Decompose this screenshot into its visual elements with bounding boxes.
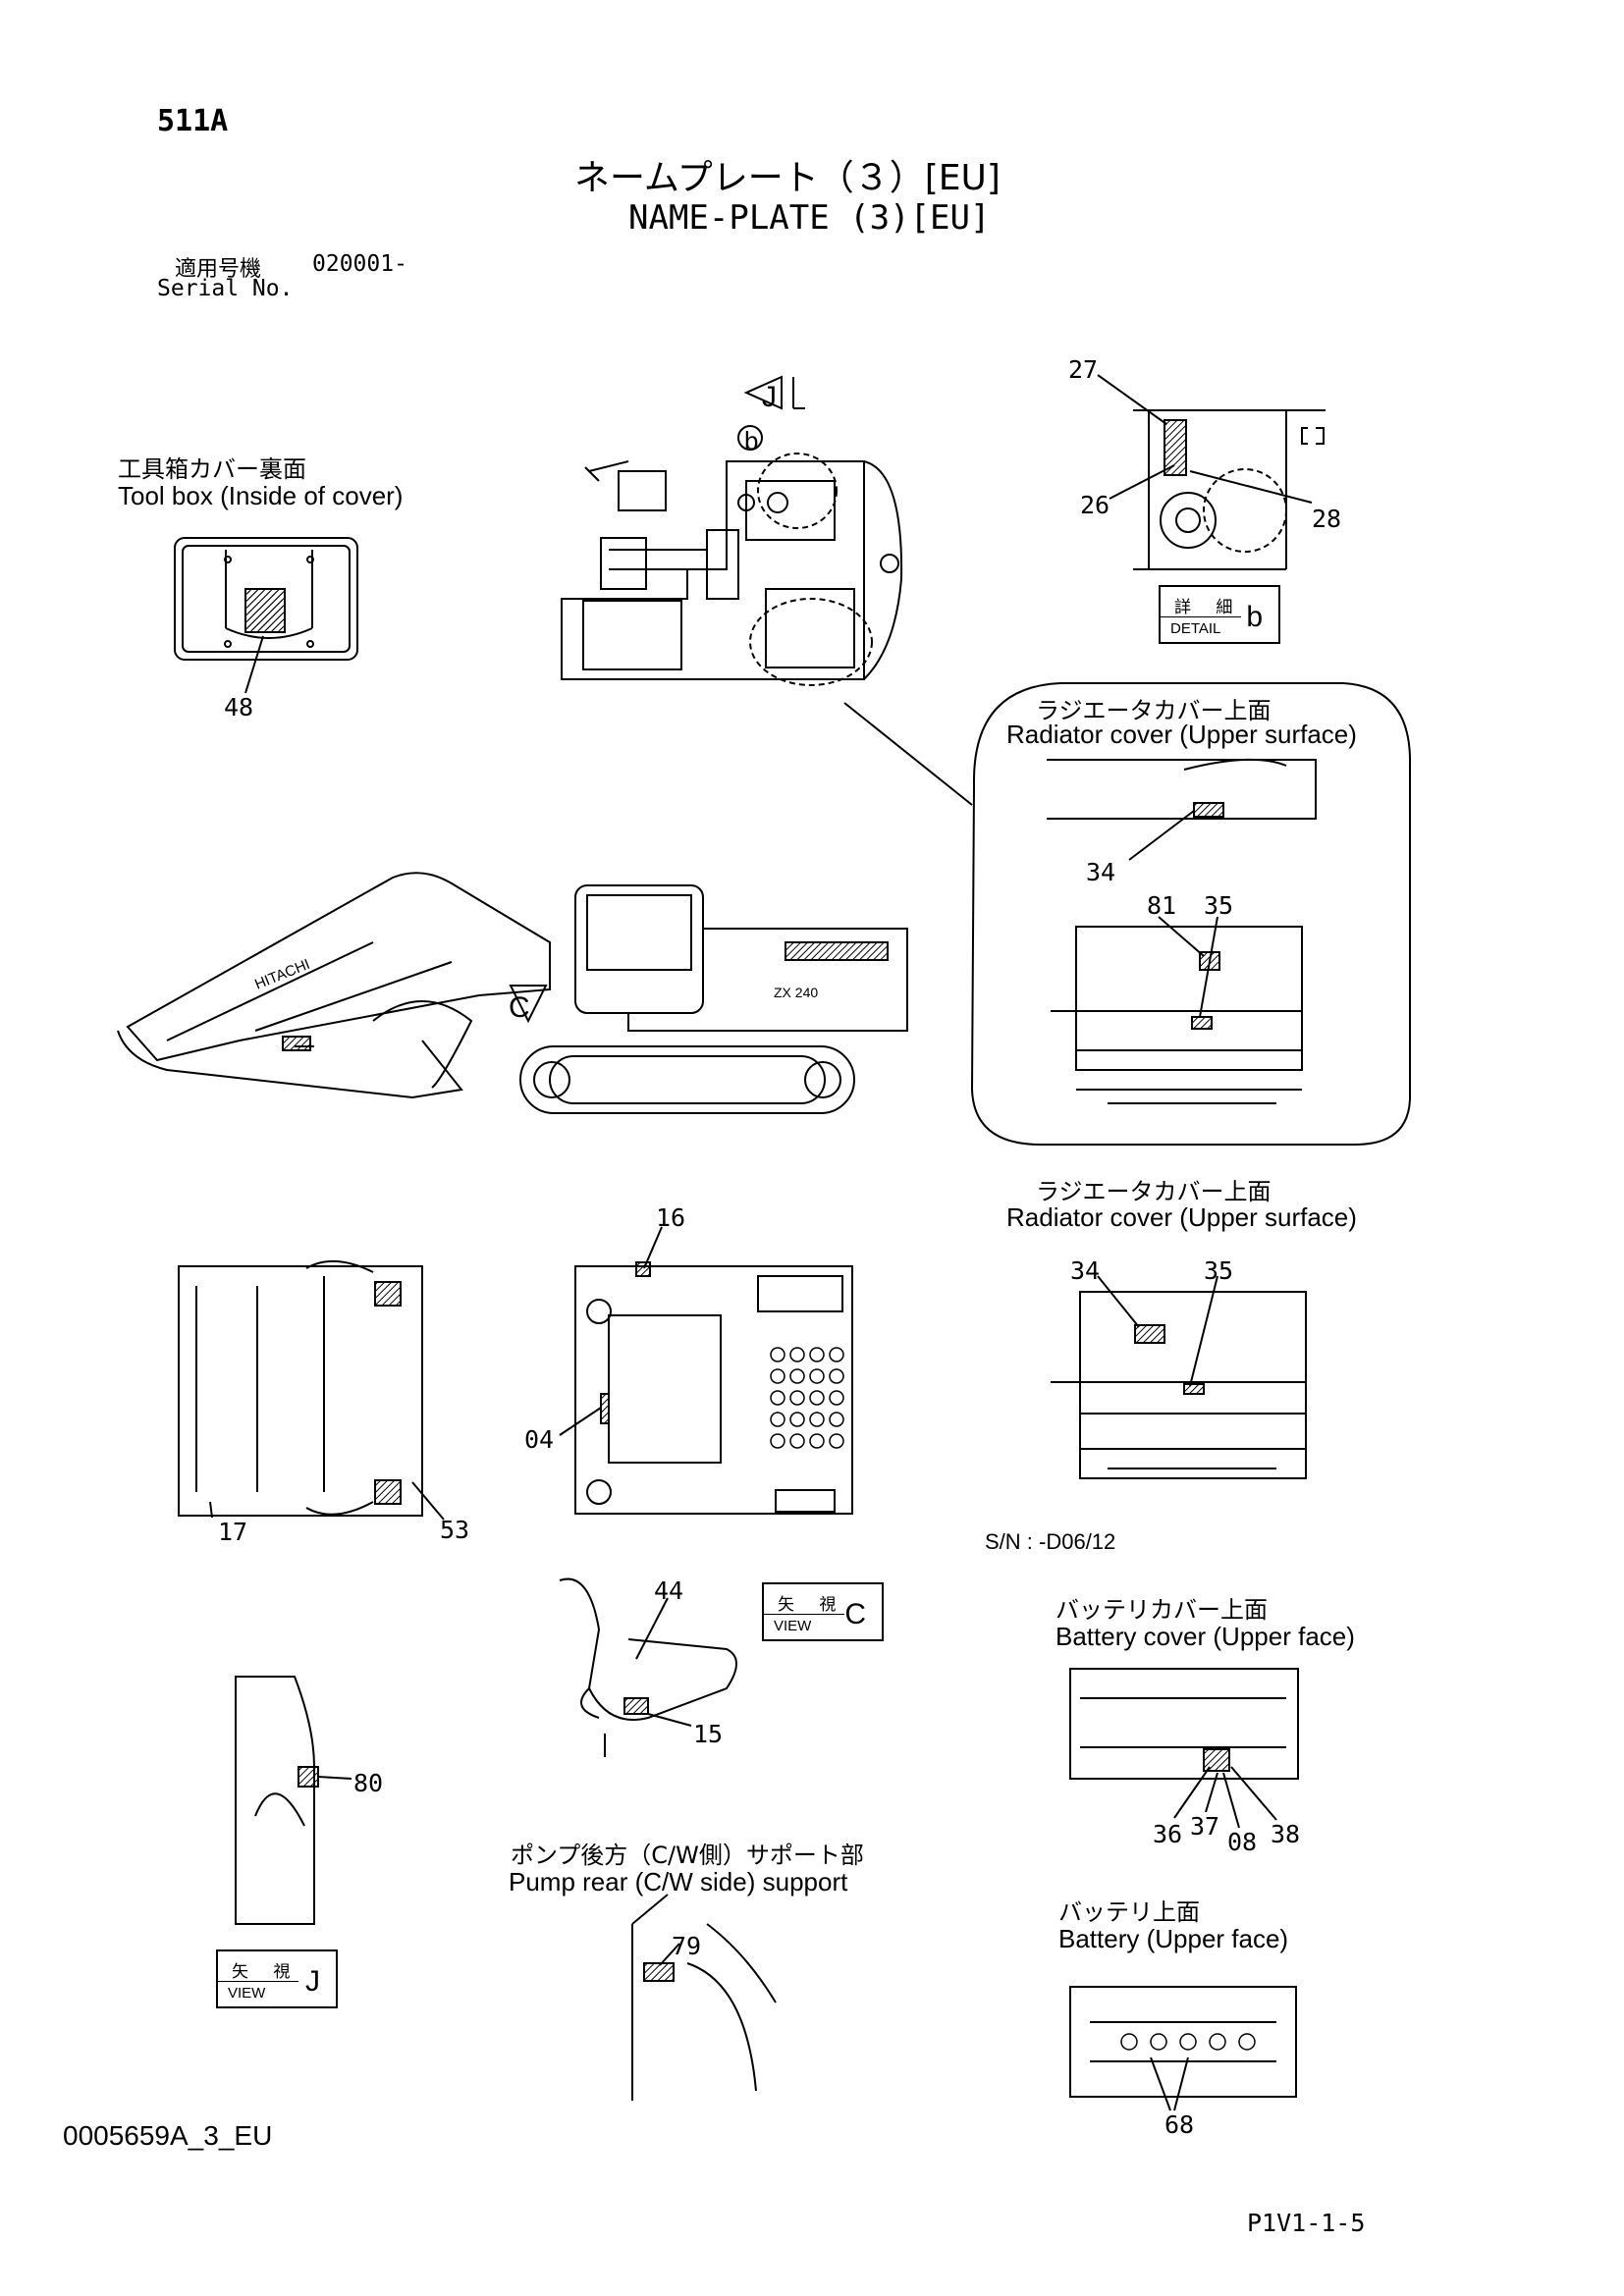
detail-box-japanese: 詳 細 [1174, 598, 1243, 617]
toolbox-label-english: Tool box (Inside of cover) [118, 481, 404, 510]
callout-48: 48 [224, 693, 254, 721]
callout-27: 27 [1068, 355, 1099, 384]
leader-radiator-balloon [843, 702, 973, 806]
detail-b-drawing [1097, 374, 1326, 570]
battery-label-english: Battery (Upper face) [1058, 1924, 1289, 1953]
label-48 [247, 591, 283, 630]
callout-38: 38 [1271, 1820, 1301, 1848]
radiator-label-japanese-2: ラジエータカバー上面 [1036, 1178, 1272, 1205]
callout-34-radiator-1: 34 [1086, 858, 1116, 886]
bracket-view-j [235, 1676, 352, 1925]
detail-box-letter: b [1246, 601, 1263, 633]
pump-label-japanese: ポンプ後方（C/W側）サポート部 [511, 1842, 864, 1869]
radiator-label-english-2: Radiator cover (Upper surface) [1006, 1202, 1357, 1232]
title-japanese: ネームプレート（３）[EU] [574, 158, 1001, 198]
callout-35-radiator-1: 35 [1204, 891, 1234, 920]
callout-34-radiator-2: 34 [1070, 1256, 1101, 1285]
view-j-arrow [743, 375, 805, 410]
callout-35-radiator-2: 35 [1204, 1256, 1234, 1285]
serial-value: 020001- [312, 251, 407, 277]
radiator-view-1-detail [1051, 916, 1303, 1104]
cab-top-view [559, 1226, 853, 1515]
document-code: 0005659A_3_EU [63, 2120, 273, 2151]
radiator-label-english-1: Radiator cover (Upper surface) [1006, 720, 1357, 749]
detail-b-box: 詳 細 DETAIL b [1159, 585, 1280, 644]
radiator-balloon-frame [970, 682, 1412, 1146]
serial-label-japanese: 適用号機 [175, 257, 262, 282]
view-marker-b-circle [737, 425, 763, 451]
view-c-box-japanese: 矢 視 [778, 1595, 846, 1615]
radiator-view-2 [1051, 1275, 1307, 1479]
callout-17: 17 [218, 1518, 248, 1546]
page-code: 511A [157, 104, 229, 138]
view-c-box-letter: C [844, 1598, 866, 1630]
pump-support-view [631, 1894, 777, 2101]
callout-80: 80 [353, 1769, 384, 1797]
view-marker-c: C [509, 991, 530, 1024]
callout-44: 44 [654, 1576, 684, 1605]
joystick-lever [559, 1577, 737, 1757]
serial-range-note: S/N : -D06/12 [985, 1529, 1116, 1554]
pump-label-english: Pump rear (C/W side) support [509, 1867, 848, 1896]
page-reference: P1V1-1-5 [1247, 2209, 1366, 2237]
toolbox-label-japanese: 工具箱カバー裏面 [118, 455, 306, 483]
callout-26: 26 [1080, 491, 1110, 519]
callout-68: 68 [1164, 2110, 1195, 2139]
callout-28: 28 [1312, 505, 1342, 533]
view-j-box-letter: J [305, 1965, 320, 1998]
battery-view [1069, 1986, 1297, 2111]
view-j-box-japanese: 矢 視 [232, 1962, 300, 1982]
battery-cover-label-japanese: バッテリカバー上面 [1056, 1596, 1268, 1624]
view-c-box-english: VIEW [774, 1618, 812, 1634]
radiator-label-japanese-1: ラジエータカバー上面 [1036, 697, 1272, 724]
callout-37: 37 [1190, 1812, 1220, 1841]
view-c-box: 矢 視 VIEW C [762, 1582, 884, 1641]
battery-cover-label-english: Battery cover (Upper face) [1056, 1622, 1355, 1651]
callout-53: 53 [440, 1516, 470, 1544]
detail-box-english: DETAIL [1170, 620, 1221, 637]
upper-structure-top-view [561, 453, 903, 686]
callout-15: 15 [693, 1720, 724, 1748]
callout-81: 81 [1147, 891, 1177, 920]
callout-04: 04 [524, 1425, 555, 1454]
battery-label-japanese: バッテリ上面 [1058, 1898, 1200, 1926]
view-j-box-english: VIEW [228, 1985, 266, 2002]
title-english: NAME-PLATE (3)[EU] [628, 198, 991, 238]
view-j-box: 矢 視 VIEW J [216, 1949, 338, 2008]
excavator-side-view [117, 872, 908, 1114]
cab-left-view [178, 1259, 445, 1521]
callout-36: 36 [1153, 1820, 1183, 1848]
model-text: ZX 240 [774, 985, 818, 1000]
hitachi-brand-text: HITACHI [252, 956, 312, 993]
radiator-view-1-top [1047, 758, 1317, 861]
battery-cover-view [1069, 1668, 1299, 1829]
serial-label-english: Serial No. [157, 276, 294, 301]
callout-08: 08 [1227, 1828, 1258, 1856]
